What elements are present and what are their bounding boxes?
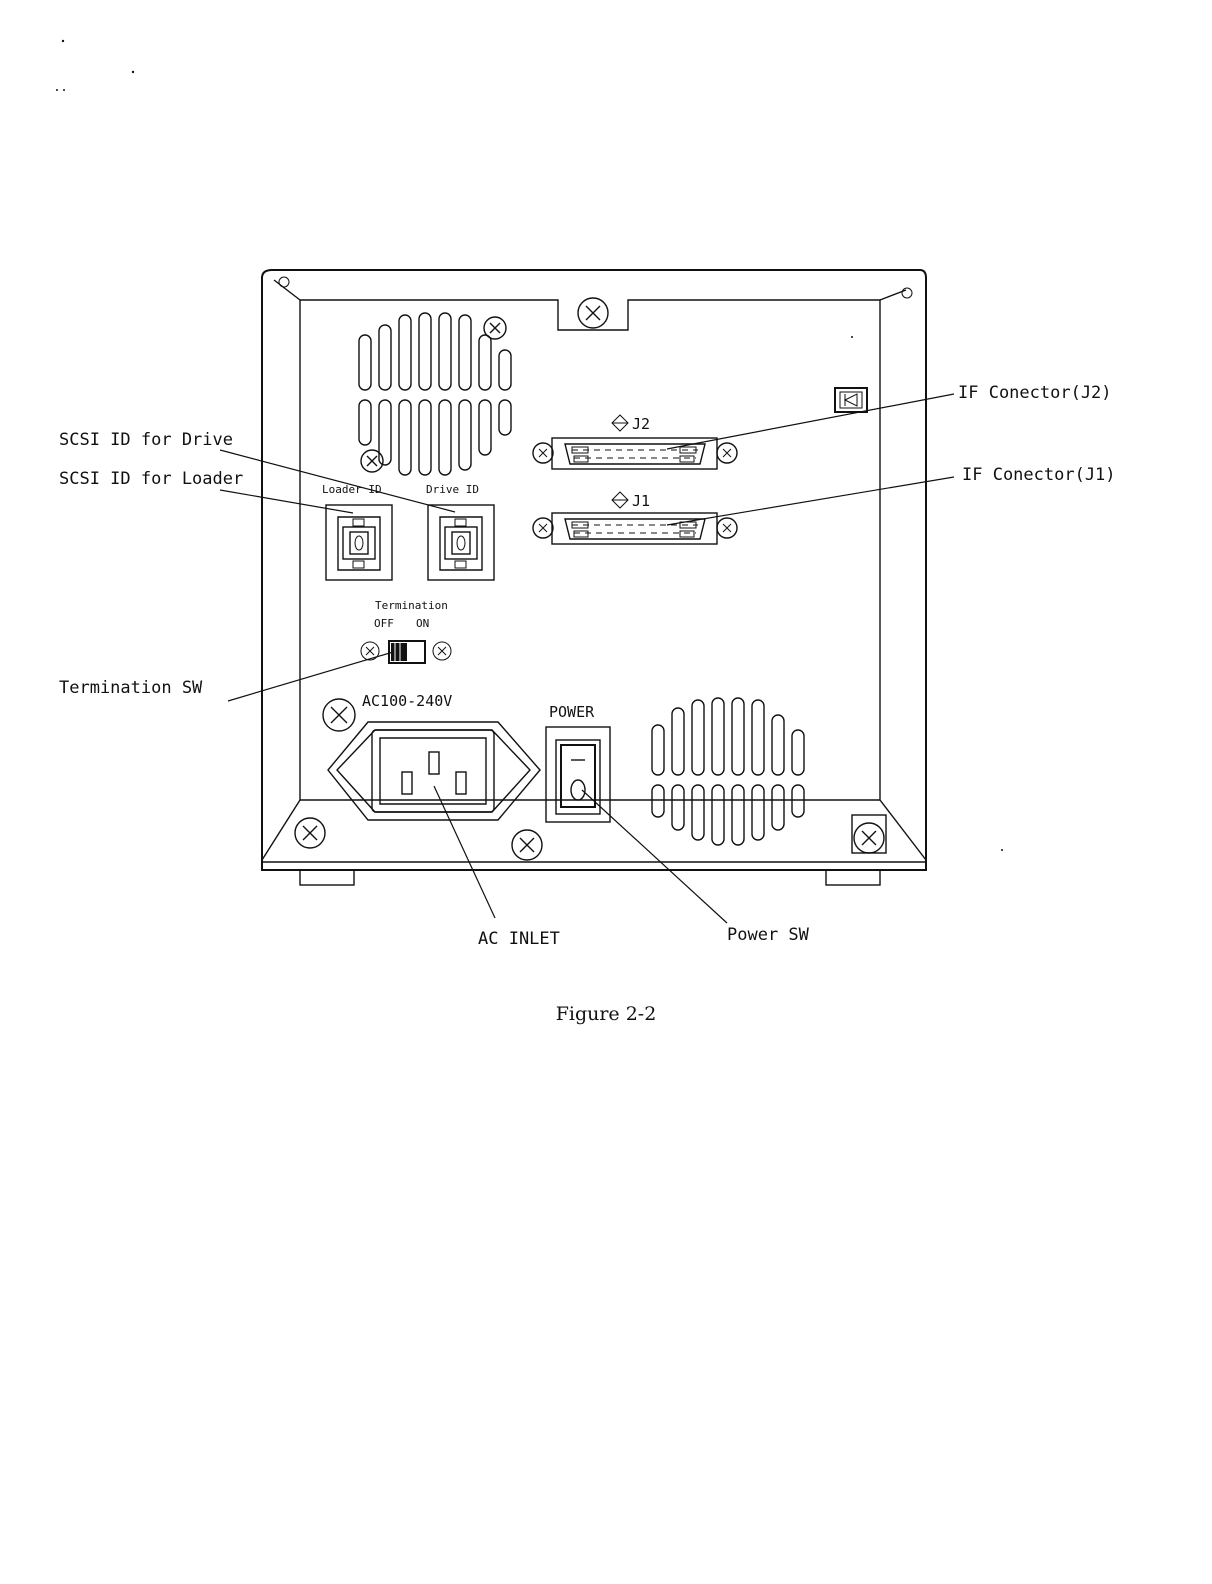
ground-label-icon: [835, 388, 867, 412]
drive-id-switch[interactable]: [428, 505, 494, 580]
screw-icon: [578, 298, 608, 328]
label-loader-id: Loader ID: [322, 483, 382, 496]
if-connector-j1[interactable]: [533, 513, 737, 544]
vent-grille-lower: [652, 698, 804, 845]
callout-termination-sw: Termination SW: [59, 678, 203, 698]
callout-power-sw: Power SW: [727, 925, 810, 945]
loader-id-switch[interactable]: [326, 505, 392, 580]
power-switch[interactable]: [546, 727, 610, 822]
label-off: OFF: [374, 617, 394, 630]
screw-icon: [433, 642, 451, 660]
ac-inlet[interactable]: [328, 722, 540, 820]
screws: [295, 298, 886, 860]
diamond-marker-icon: [612, 415, 628, 508]
termination-switch[interactable]: [389, 641, 425, 663]
screw-icon: [854, 823, 884, 853]
leader-lines: [220, 394, 954, 923]
screw-icon: [512, 830, 542, 860]
label-on: ON: [416, 617, 429, 630]
screw-icon: [295, 818, 325, 848]
callout-ac-inlet: AC INLET: [478, 929, 560, 949]
figure-caption: Figure 2-2: [0, 1003, 1212, 1025]
callout-if-connector-j2: IF Conector(J2): [958, 383, 1112, 403]
label-j1: J1: [632, 492, 650, 510]
label-termination: Termination: [375, 599, 448, 612]
label-j2: J2: [632, 415, 650, 433]
callout-scsi-id-drive: SCSI ID for Drive: [59, 430, 233, 450]
corner-holes: [279, 277, 912, 298]
feet: [300, 870, 880, 885]
callout-scsi-id-loader: SCSI ID for Loader: [59, 469, 243, 489]
label-drive-id: Drive ID: [426, 483, 479, 496]
label-power: POWER: [549, 703, 595, 721]
if-connector-j2[interactable]: [533, 438, 737, 469]
screw-icon: [323, 699, 355, 731]
label-ac-voltage: AC100-240V: [362, 692, 452, 710]
callout-if-connector-j1: IF Conector(J1): [962, 465, 1116, 485]
